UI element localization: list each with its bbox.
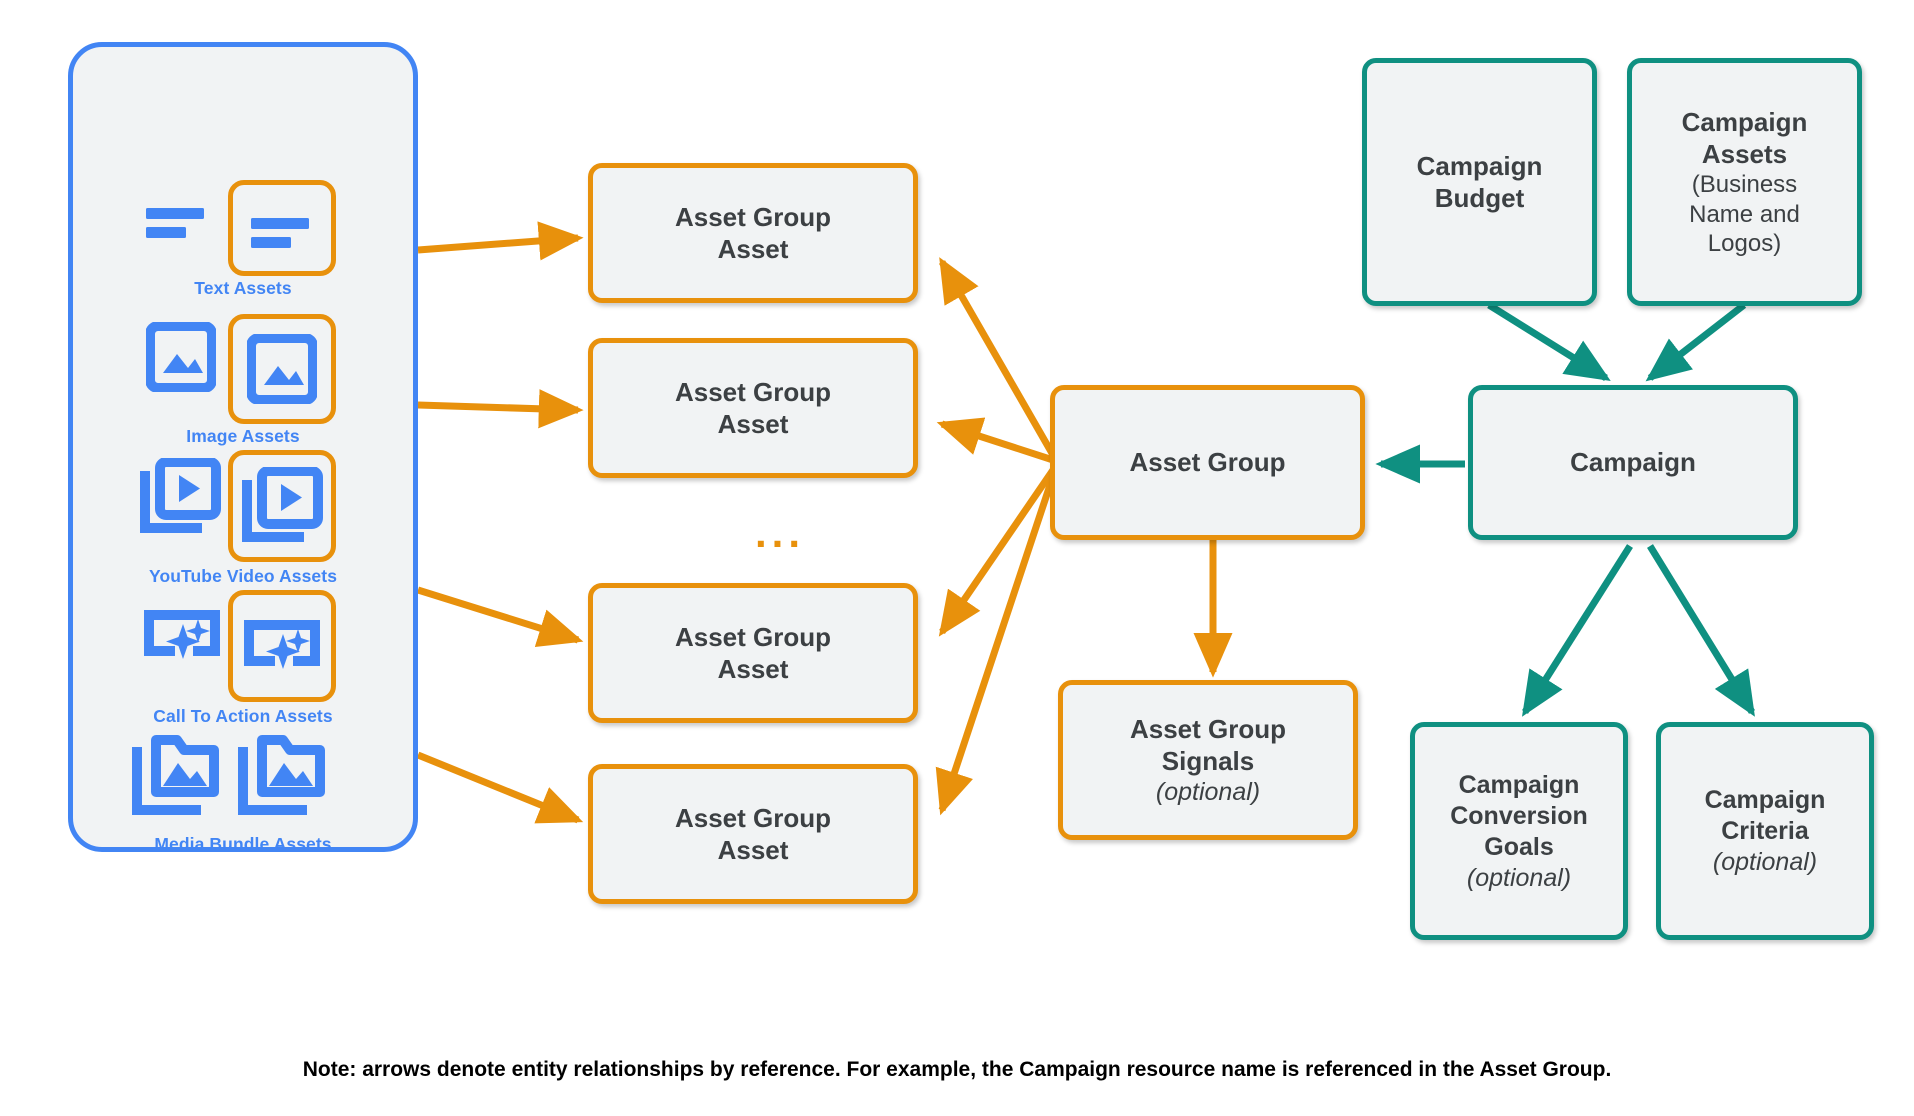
asset-group-label: Asset Group — [1129, 447, 1286, 478]
campaign-outbound-edges — [1522, 544, 1755, 717]
video-asset-icon — [138, 457, 222, 541]
campaign-conversion-goals-optional: (optional) — [1466, 863, 1572, 892]
text-asset-icon — [251, 218, 309, 248]
image-asset-icon — [247, 334, 317, 404]
edge-budget-to-campaign — [1487, 302, 1611, 381]
campaign-conversion-goals-box[interactable]: Campaign Conversion Goals (optional) — [1410, 722, 1628, 940]
asset-group-asset-label: Asset Group Asset — [674, 376, 832, 439]
campaign-conversion-goals-label: Campaign Conversion Goals — [1450, 770, 1588, 861]
edge-video-to-asset3 — [416, 586, 584, 648]
edge-group-to-asset3 — [938, 468, 1056, 637]
asset-library-panel — [68, 42, 418, 852]
campaign-criteria-label: Campaign Criteria — [1704, 786, 1826, 845]
edge-campaign-to-conversion-goals — [1522, 544, 1633, 717]
edge-image-to-asset2 — [417, 389, 584, 429]
campaign-label: Campaign — [1570, 447, 1696, 478]
edge-group-to-asset1 — [938, 257, 1057, 457]
asset-group-signals-label: Asset Group Signals — [1129, 713, 1287, 776]
library-item-media-bundle-assets[interactable]: Media Bundle Assets — [68, 722, 418, 855]
campaign-box[interactable]: Campaign — [1468, 385, 1798, 540]
asset-group-asset-box[interactable]: Asset Group Asset — [588, 583, 918, 723]
asset-group-box[interactable]: Asset Group — [1050, 385, 1365, 540]
library-to-asset-edges — [416, 221, 584, 824]
text-asset-highlight-box — [228, 180, 336, 276]
edge-text-to-asset1 — [417, 221, 584, 261]
campaign-budget-label: Campaign Budget — [1416, 150, 1543, 213]
library-item-label: Call To Action Assets — [153, 706, 333, 726]
library-item-label: Image Assets — [186, 426, 300, 446]
library-item-cta-assets[interactable]: Call To Action Assets — [68, 590, 418, 727]
video-asset-highlight-box — [228, 450, 336, 562]
campaign-assets-label: Campaign Assets — [1681, 106, 1808, 170]
edge-campaign-assets-to-campaign — [1645, 302, 1747, 382]
media-bundle-asset-icon — [130, 730, 222, 827]
footnote-text: Note: arrows denote entity relationships… — [302, 1058, 1612, 1081]
campaign-budget-box[interactable]: Campaign Budget — [1362, 58, 1597, 306]
image-asset-highlight-box — [228, 314, 336, 424]
library-item-image-assets[interactable]: Image Assets — [68, 314, 418, 447]
library-item-text-assets[interactable]: Text Assets — [68, 180, 418, 299]
asset-group-asset-box[interactable]: Asset Group Asset — [588, 163, 918, 303]
library-item-label: Text Assets — [194, 278, 292, 298]
asset-group-asset-label: Asset Group Asset — [674, 621, 832, 684]
text-asset-icon — [144, 190, 214, 251]
media-bundle-asset-icon — [236, 730, 328, 827]
campaign-assets-box[interactable]: Campaign Assets (Business Name and Logos… — [1627, 58, 1862, 306]
campaign-assets-sublabel: (Business Name and Logos) — [1689, 171, 1800, 257]
campaign-criteria-box[interactable]: Campaign Criteria (optional) — [1656, 722, 1874, 940]
library-item-video-assets[interactable]: YouTube Video Assets — [68, 450, 418, 587]
asset-group-asset-label: Asset Group Asset — [674, 201, 832, 264]
call-to-action-asset-icon — [244, 620, 320, 669]
edge-group-to-asset2 — [936, 417, 1055, 464]
asset-group-asset-label: Asset Group Asset — [674, 802, 832, 865]
edge-cta-to-asset4 — [416, 751, 584, 824]
ellipsis-indicator: ... — [755, 509, 806, 556]
edge-group-to-asset4 — [935, 474, 1057, 816]
asset-group-signals-optional: (optional) — [1155, 778, 1261, 807]
call-to-action-asset-icon — [140, 606, 224, 671]
asset-group-asset-box[interactable]: Asset Group Asset — [588, 764, 918, 904]
video-asset-icon — [242, 467, 323, 542]
asset-group-asset-box[interactable]: Asset Group Asset — [588, 338, 918, 478]
library-item-label: YouTube Video Assets — [148, 566, 338, 586]
edge-campaign-to-criteria — [1647, 544, 1755, 717]
asset-group-signals-box[interactable]: Asset Group Signals (optional) — [1058, 680, 1358, 840]
library-item-label: Media Bundle Assets — [154, 834, 332, 854]
asset-group-to-assets-edges — [935, 257, 1057, 816]
call-to-action-asset-highlight-box — [228, 590, 336, 702]
image-asset-icon — [145, 321, 217, 397]
campaign-inbound-edges — [1487, 302, 1747, 382]
campaign-criteria-optional: (optional) — [1712, 848, 1818, 876]
